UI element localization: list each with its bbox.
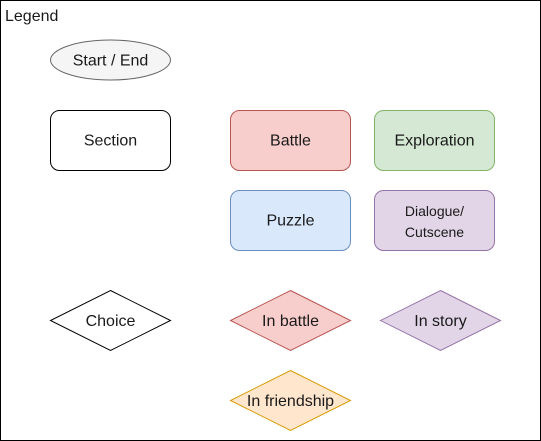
- puzzle-label: Puzzle: [266, 213, 314, 230]
- in-friendship-diamond: [229, 369, 352, 432]
- in-story-diamond: [379, 289, 502, 352]
- puzzle-shape[interactable]: Puzzle: [230, 190, 351, 251]
- section-shape[interactable]: Section: [50, 110, 171, 171]
- battle-rect: [230, 110, 351, 171]
- in-battle-label: In battle: [262, 313, 319, 330]
- in-friendship-shape[interactable]: In friendship: [229, 369, 352, 432]
- choice-shape[interactable]: Choice: [49, 289, 172, 352]
- start-end-ellipse: [50, 39, 171, 81]
- puzzle-rect: [230, 190, 351, 251]
- dialogue-label-line2: Cutscene: [405, 224, 464, 240]
- legend-title: Legend: [5, 8, 58, 25]
- exploration-rect: [374, 110, 495, 171]
- dialogue-rect: [374, 190, 495, 251]
- battle-shape[interactable]: Battle: [230, 110, 351, 171]
- in-battle-diamond: [229, 289, 352, 352]
- dialogue-shape[interactable]: Dialogue/ Cutscene: [374, 190, 495, 251]
- exploration-shape[interactable]: Exploration: [374, 110, 495, 171]
- in-story-shape[interactable]: In story: [379, 289, 502, 352]
- start-end-shape[interactable]: Start / End: [50, 39, 171, 81]
- in-story-label: In story: [414, 313, 466, 330]
- exploration-label: Exploration: [394, 133, 474, 150]
- choice-diamond: [49, 289, 172, 352]
- section-label: Section: [84, 133, 137, 150]
- start-end-label: Start / End: [73, 53, 149, 70]
- dialogue-label-line1: Dialogue/: [405, 203, 464, 219]
- in-battle-shape[interactable]: In battle: [229, 289, 352, 352]
- battle-label: Battle: [270, 133, 311, 150]
- in-friendship-label: In friendship: [247, 393, 334, 410]
- choice-label: Choice: [86, 313, 136, 330]
- section-rect: [50, 110, 171, 171]
